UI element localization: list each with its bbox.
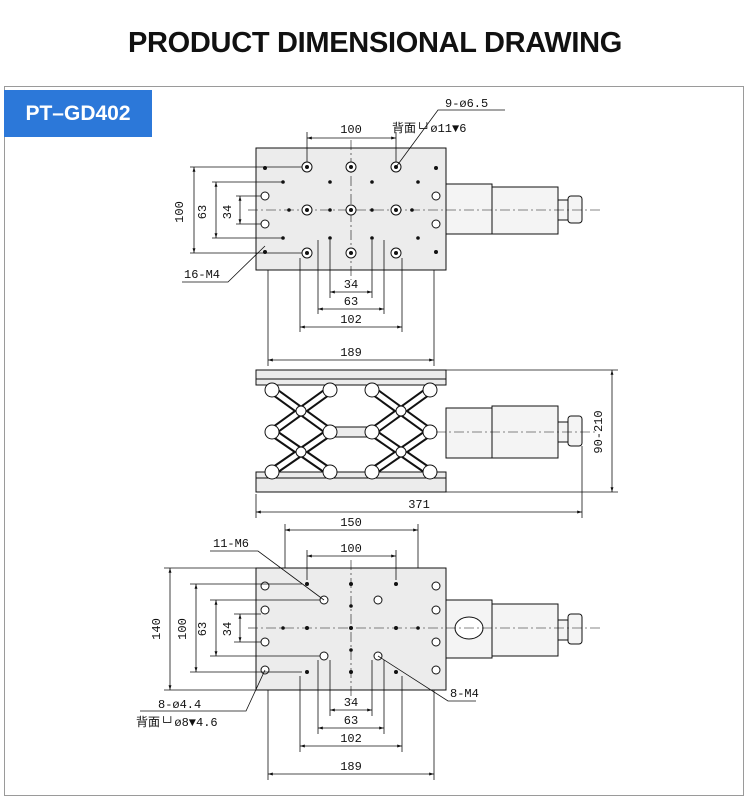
dim-bb-102: 102 — [340, 732, 362, 746]
dim-bottom-34: 34 — [344, 278, 358, 292]
dim-height-100: 100 — [173, 201, 187, 223]
callout-8-hole: 8-ø4.4 — [158, 698, 201, 712]
dim-height-63: 63 — [196, 205, 210, 219]
dim-bb-63: 63 — [344, 714, 358, 728]
dim-bb-189: 189 — [340, 760, 362, 774]
dim-width-189: 189 — [340, 346, 362, 360]
dim-bottom-102: 102 — [340, 313, 362, 327]
motor-flange — [445, 183, 493, 235]
dim-bottom-63: 63 — [344, 295, 358, 309]
motor-body — [491, 186, 559, 235]
dim-bottom-height-63: 63 — [196, 622, 210, 636]
top-view: 100 100 63 34 34 63 102 189 9-ø6.5 背面└┘ — [173, 97, 600, 366]
dim-bottom-height-140: 140 — [150, 618, 164, 640]
dim-bb-34: 34 — [344, 696, 358, 710]
dim-height-34: 34 — [221, 205, 235, 219]
top-platform — [255, 369, 447, 380]
bottom-holes — [260, 581, 441, 675]
motor-knob — [567, 195, 583, 224]
dim-top-100: 100 — [340, 123, 362, 137]
counterbore-holes — [260, 161, 441, 259]
callout-hole-9: 9-ø6.5 — [445, 97, 488, 111]
callout-counterbore: 背面└┘ø11▼6 — [392, 121, 466, 136]
dim-bottom-height-100: 100 — [176, 618, 190, 640]
callout-16-m4: 16-M4 — [184, 268, 220, 282]
m4-holes — [263, 166, 438, 254]
bottom-view: 150 100 140 100 63 34 34 63 102 — [136, 516, 600, 780]
dim-length-371: 371 — [408, 498, 430, 512]
callout-bottom-counterbore: 背面└┘ø8▼4.6 — [136, 715, 218, 730]
dim-bottom-top-100: 100 — [340, 542, 362, 556]
page-title: PRODUCT DIMENSIONAL DRAWING — [127, 27, 623, 59]
dim-bottom-top-150: 150 — [340, 516, 362, 530]
dim-bottom-height-34: 34 — [221, 622, 235, 636]
dim-height-range: 90-210 — [592, 410, 606, 453]
callout-11-m6: 11-M6 — [213, 537, 249, 551]
base-plate — [255, 477, 447, 493]
model-badge: PT–GD402 — [4, 90, 152, 137]
callout-8-m4: 8-M4 — [450, 687, 479, 701]
drawing-frame — [4, 86, 744, 796]
pivot-joints — [264, 382, 438, 480]
side-view: 90-210 371 — [255, 369, 618, 518]
